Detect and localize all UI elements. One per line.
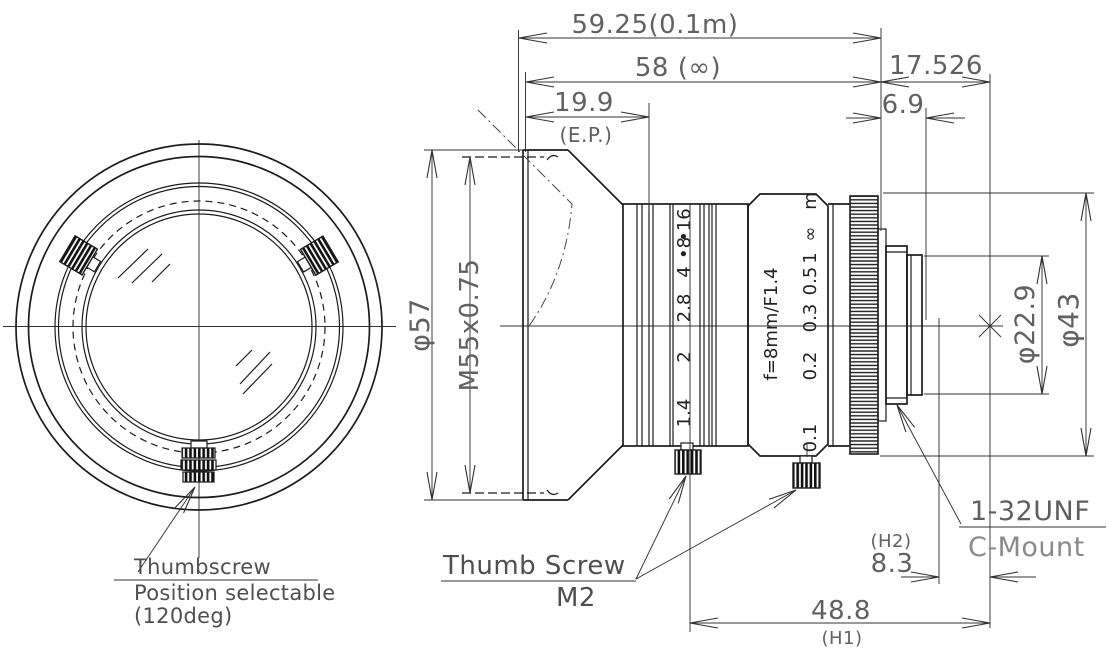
dim-rear-diameter: φ22.9: [1010, 284, 1041, 364]
marking-focus-inf: ∞: [800, 227, 821, 242]
dim-flange-focal-distance: 17.526: [889, 51, 983, 81]
dim-front-diameter: φ57: [405, 298, 436, 352]
marking-focus-0-5: 0.5: [800, 267, 821, 296]
aperture-scale-markings: 1.4 2 2.8 4 •8 •16: [674, 208, 695, 427]
thumbscrew-note-line1: Thumbscrew: [133, 555, 271, 579]
thumb-screw-leader-1: [635, 475, 687, 580]
rear-spacer-section: [828, 203, 850, 447]
focus-ring: [747, 193, 829, 457]
lens-rings: [15, 143, 383, 511]
marking-aperture-4: 4: [674, 266, 695, 277]
aperture-ring-section: [622, 203, 749, 447]
dimensions: 59.25(0.1m) 58 (∞) 17.526 19.9 (E.P.) 6.…: [405, 10, 1106, 649]
knurled-lock-ring: [849, 195, 879, 455]
image-plane-cross: [978, 314, 1002, 338]
dim-filter-thread: M55x0.75: [455, 259, 485, 392]
dim-h2: 8.3: [871, 549, 914, 579]
focus-scale-markings: 0.1 0.2 0.3 0.5 1 ∞ m: [800, 192, 821, 452]
thumbscrew-leader-line: [137, 486, 196, 573]
thumbscrew-note-line3: (120deg): [134, 604, 232, 628]
dim-overall-length-inf: 58 (∞): [635, 53, 721, 83]
label-entrance-pupil: (E.P.): [560, 123, 613, 147]
thumb-screw-leader-2: [635, 489, 797, 580]
marking-aperture-2: 2: [674, 351, 695, 362]
hood-extension-projection: [477, 109, 573, 327]
label-h2: (H2): [870, 531, 911, 552]
marking-focus-0-1: 0.1: [800, 424, 821, 453]
label-mount-name: C-Mount: [968, 532, 1085, 563]
marking-lens-spec: f=8mm/F1.4: [761, 268, 782, 381]
marking-focus-m: m: [800, 192, 821, 210]
thumbscrew-upper-left-icon: [58, 234, 102, 276]
thumbscrew-side-rear-icon: [792, 455, 821, 489]
glass-hatch-marks: [117, 248, 273, 395]
label-thumb-screw: Thumb Screw: [442, 551, 626, 581]
dim-rear-protrusion: 6.9: [882, 90, 925, 120]
thumbscrew-upper-right-icon: [296, 235, 340, 277]
dim-h1: 48.8: [811, 596, 871, 626]
marking-aperture-16: •16: [674, 208, 695, 242]
marking-focus-0-2: 0.2: [800, 352, 821, 381]
thumbscrew-side-front-icon: [674, 442, 702, 475]
thumbscrew-note-line2: Position selectable: [134, 581, 336, 605]
marking-focus-1: 1: [800, 252, 821, 263]
label-h1: (H1): [821, 628, 862, 649]
label-mount-thread: 1-32UNF: [970, 496, 1090, 527]
front-view: Thumbscrew Position selectable (120deg): [3, 140, 396, 628]
dim-body-diameter: φ43: [1052, 292, 1085, 348]
marking-focus-0-3: 0.3: [800, 304, 821, 333]
c-mount-section: [877, 228, 923, 422]
thumbscrew-bottom-icon: [180, 440, 217, 483]
marking-aperture-1-4: 1.4: [674, 399, 695, 428]
lens-hood-outline: [462, 149, 624, 501]
label-thumb-screw-size: M2: [556, 583, 596, 613]
dim-entrance-pupil: 19.9: [554, 88, 614, 118]
dim-overall-length-01m: 59.25(0.1m): [572, 10, 739, 40]
c-mount-leader-line: [896, 404, 962, 525]
marking-aperture-2-8: 2.8: [674, 294, 695, 323]
side-view: f=8mm/F1.4 1.4 2 2.8 4 •8 •16 0.1 0.2 0.…: [462, 109, 1003, 501]
